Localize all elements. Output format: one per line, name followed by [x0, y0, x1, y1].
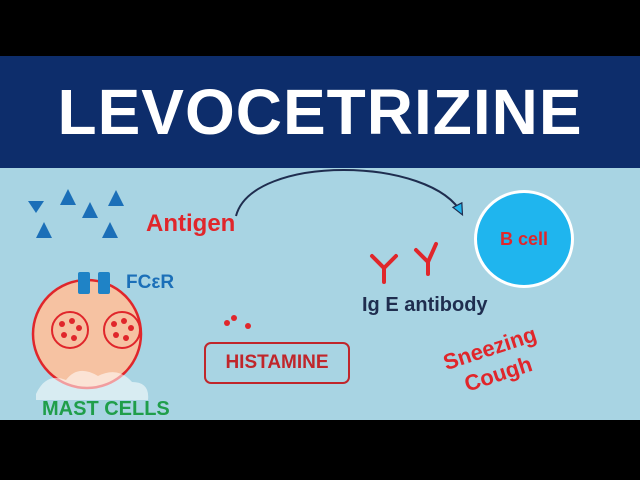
dot-icon — [245, 323, 251, 329]
receptor-icon — [78, 272, 90, 294]
title-banner: LEVOCETRIZINE — [0, 56, 640, 168]
dot-icon — [224, 320, 230, 326]
antibody-label: Ig E antibody — [362, 294, 488, 316]
antigen-icon-group — [28, 189, 124, 238]
antigen-label: Antigen — [146, 210, 236, 237]
triangle-icon — [36, 222, 52, 238]
b-cell-label: B cell — [499, 228, 549, 249]
mast-cells-label: MAST CELLS — [42, 398, 170, 420]
degranulation-cloud — [36, 370, 149, 400]
triangle-icon — [28, 201, 44, 213]
triangle-icon — [102, 222, 118, 238]
mast-cell — [31, 272, 149, 400]
curved-arrow-icon — [235, 169, 464, 217]
b-cell: B cell — [474, 190, 574, 288]
histamine-box: HISTAMINE — [204, 342, 350, 384]
receptor-label: FCεR — [126, 272, 175, 293]
page-title: LEVOCETRIZINE — [57, 76, 583, 148]
y-shaped-antibody-icon — [414, 242, 438, 276]
triangle-icon — [60, 189, 76, 205]
dot-icon — [231, 315, 237, 321]
receptor-icon — [98, 272, 110, 294]
granule-dots — [59, 318, 134, 341]
triangle-icon — [82, 202, 98, 218]
triangle-icon — [108, 190, 124, 206]
diagram-shapes — [28, 169, 464, 400]
diagram-canvas: Antigen FCεR Ig E antibody MAST CELLS B … — [0, 168, 640, 420]
dot-icon-group — [224, 315, 251, 329]
histamine-label: HISTAMINE — [225, 352, 329, 373]
y-shaped-antibody-icon — [370, 254, 398, 284]
